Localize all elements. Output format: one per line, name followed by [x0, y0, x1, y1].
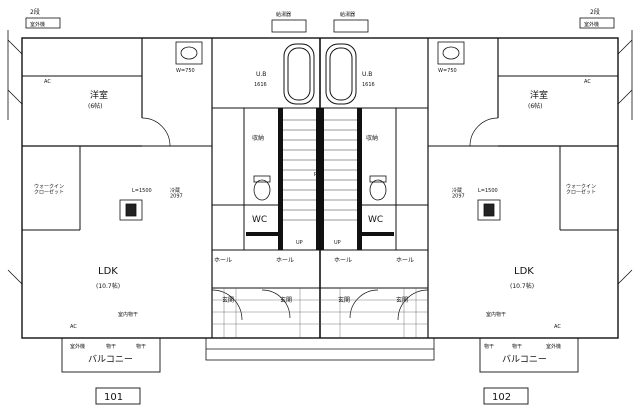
bathtubs	[283, 43, 357, 105]
storage-102: 収納	[366, 134, 378, 142]
stair-up-left: UP	[296, 240, 303, 246]
hall-101: ホール	[214, 257, 232, 264]
wc-101: WC	[252, 215, 267, 225]
wash-101: W=750	[176, 68, 195, 74]
stair-up-right: UP	[334, 240, 341, 246]
hall-102: ホール	[396, 257, 414, 264]
ac-bottom-101: AC	[70, 324, 77, 330]
ldk-102: LDK	[514, 266, 534, 277]
steps	[205, 337, 435, 361]
outdoor-102: 室外機	[546, 343, 561, 350]
corner-marks	[7, 30, 633, 285]
floor-tag-left-sub: 室外機	[30, 21, 45, 28]
hanger2-101: 物干	[136, 343, 146, 350]
ub-102: U.B	[362, 71, 372, 78]
closet-101: ウォークインクローゼット	[34, 183, 64, 196]
hanger2-102: 物干	[484, 343, 494, 350]
closet-102: ウォークインクローゼット	[566, 183, 596, 196]
wash-102: W=750	[438, 68, 457, 74]
ldk-size-101: (10.7帖)	[96, 282, 120, 290]
unit-number-102: 102	[492, 392, 511, 403]
outdoor-101: 室外機	[70, 343, 85, 350]
balcony-101: バルコニー	[88, 354, 133, 365]
ub-size-102: 1616	[362, 82, 375, 88]
balconies	[61, 337, 579, 373]
hanger-102: 物干	[512, 343, 522, 350]
storage-101: 収納	[252, 134, 264, 142]
basins	[119, 41, 501, 221]
top-label-left: 給湯器	[276, 11, 291, 18]
door-swings	[141, 117, 499, 321]
ac-label-101: AC	[44, 79, 51, 85]
ac-label-102: AC	[584, 79, 591, 85]
kitchen-102: L=1500	[478, 188, 498, 194]
stairs-left	[283, 119, 316, 221]
western-room-101: 洋室	[90, 89, 108, 101]
hanger-bottom-101: 室内物干	[118, 311, 138, 318]
kitchen-101: L=1500	[132, 188, 152, 194]
unit-number-101: 101	[104, 392, 123, 403]
hanger-bottom-102: 室内物干	[486, 311, 506, 318]
shared-ps: PS	[314, 172, 320, 178]
stairs-right	[324, 119, 357, 221]
floor-tag-right: 2段	[590, 8, 600, 16]
ldk-size-102: (10.7帖)	[510, 282, 534, 290]
hall-center-left: ホール	[276, 257, 294, 264]
ldk-101: LDK	[98, 266, 118, 277]
ub-size-101: 1616	[254, 82, 267, 88]
balcony-102: バルコニー	[502, 354, 547, 365]
entrance-center-left: 玄関	[280, 296, 292, 304]
entrance-101: 玄関	[222, 296, 234, 304]
entrance-102: 玄関	[396, 296, 408, 304]
western-room-102: 洋室	[530, 89, 548, 101]
top-label-right: 給湯器	[340, 11, 355, 18]
wc-102: WC	[368, 215, 383, 225]
hall-center-right: ホール	[334, 257, 352, 264]
hanger-101: 物干	[106, 343, 116, 350]
entrance-tiles	[212, 288, 428, 338]
western-size-102: (6帖)	[528, 102, 543, 110]
thick-walls	[246, 108, 394, 250]
outdoor-tags	[25, 17, 615, 33]
unit-number-boxes	[95, 387, 529, 405]
floor-tag-right-sub: 室外機	[584, 21, 599, 28]
ub-101: U.B	[256, 71, 266, 78]
western-size-101: (6帖)	[88, 102, 103, 110]
toilets	[253, 175, 387, 201]
entrance-center-right: 玄関	[338, 296, 350, 304]
floor-tag-left: 2段	[30, 8, 40, 16]
ac-bottom-102: AC	[554, 324, 561, 330]
